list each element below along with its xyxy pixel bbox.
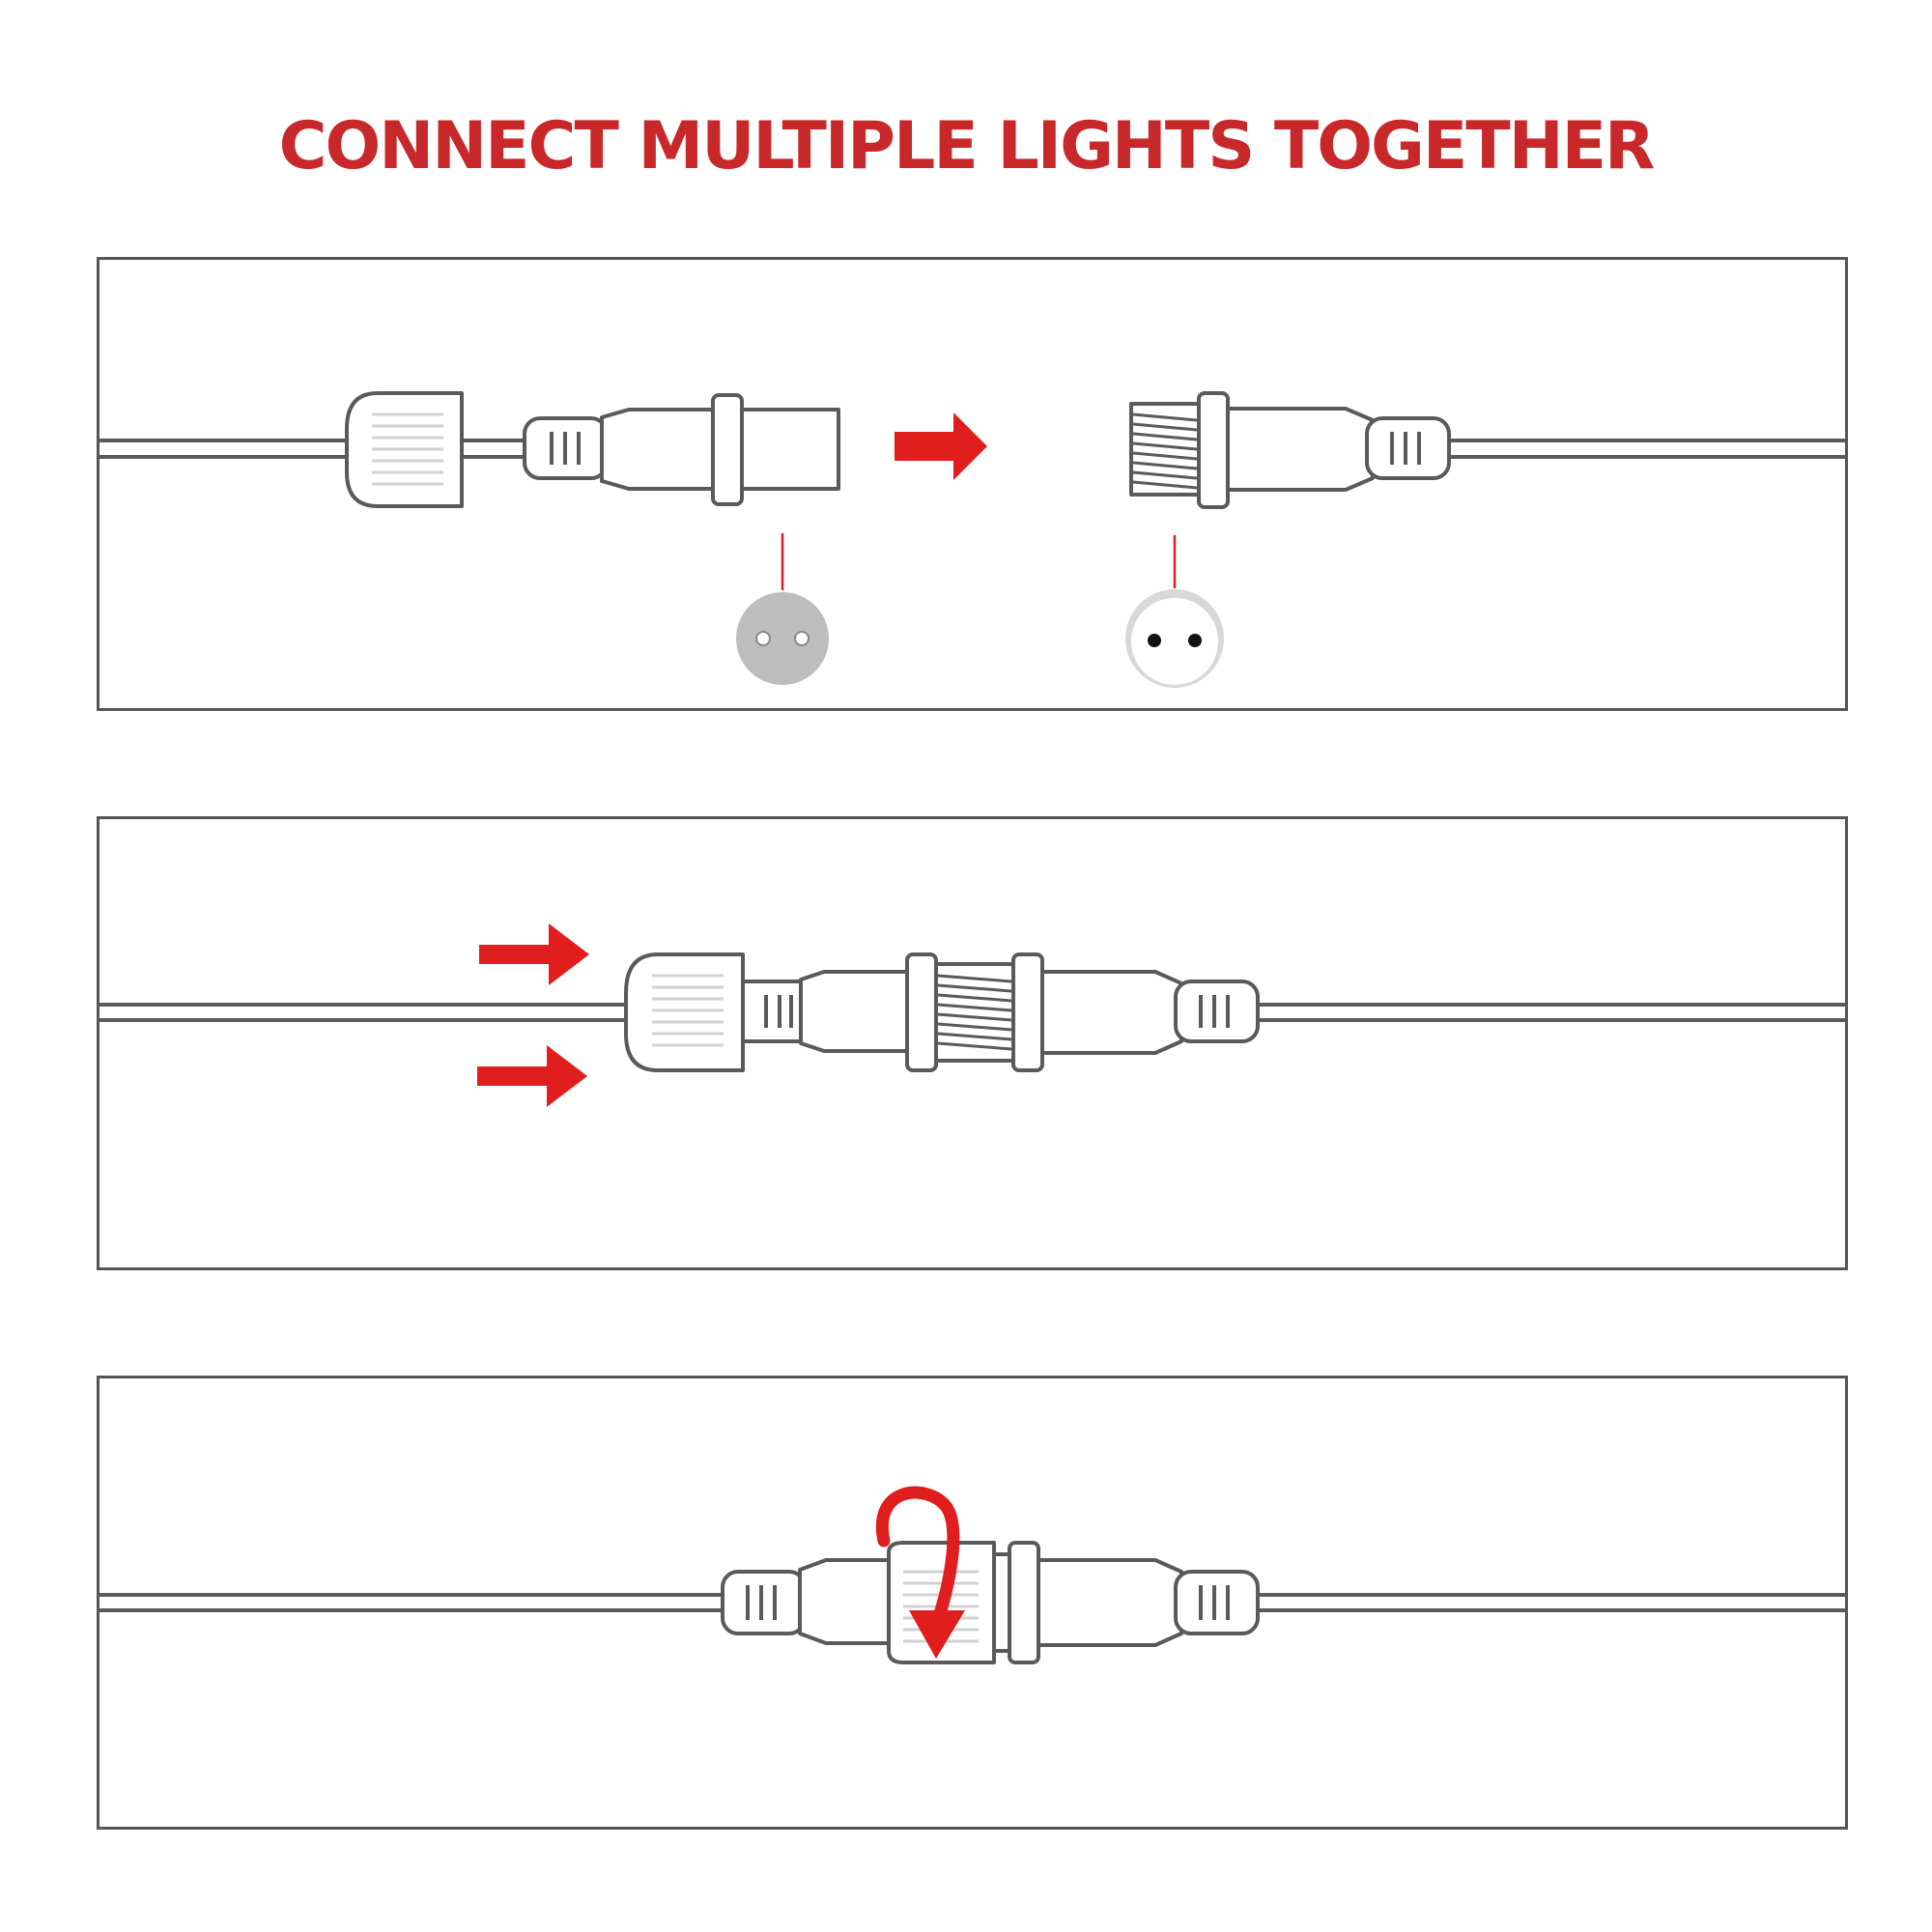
cap-nut	[624, 952, 745, 1072]
rotate-arrow-icon	[875, 1486, 965, 1659]
step-1-diagram	[99, 391, 1845, 688]
joined-socket	[992, 1541, 1260, 1664]
male-pin-face-icon	[736, 592, 829, 685]
right-cable	[1449, 439, 1845, 459]
left-cable	[99, 1003, 626, 1022]
step-1-panel	[97, 257, 1848, 711]
page-title: CONNECT MULTIPLE LIGHTS TOGETHER	[278, 108, 1656, 185]
step-2-panel	[97, 816, 1848, 1270]
female-socket	[1129, 391, 1451, 509]
right-arrow-icon	[479, 923, 589, 985]
left-cable	[99, 439, 526, 459]
right-cable	[1258, 1593, 1845, 1612]
male-plug	[523, 393, 840, 506]
male-plug	[741, 970, 909, 1053]
cap-nut	[345, 391, 464, 508]
left-cable	[99, 1593, 723, 1612]
right-cable	[1258, 1003, 1845, 1022]
female-socket-face-icon	[1125, 589, 1224, 688]
step-2-diagram	[99, 923, 1845, 1107]
joined-socket	[905, 952, 1260, 1072]
right-arrow-icon	[477, 1045, 587, 1107]
step-3-diagram	[99, 1486, 1845, 1664]
step-3-panel	[97, 1376, 1848, 1830]
right-arrow-icon	[895, 412, 987, 480]
male-plug	[721, 1558, 891, 1645]
